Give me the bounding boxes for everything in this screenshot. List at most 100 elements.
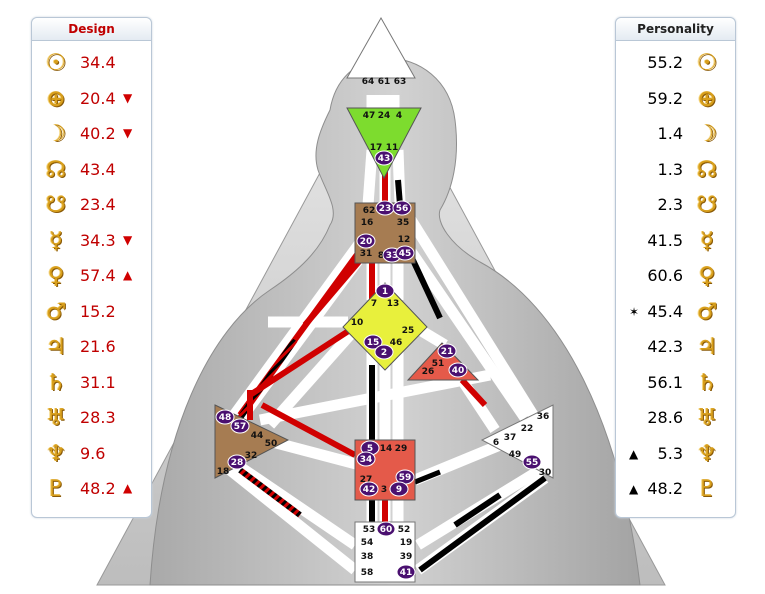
personality-row: ⊕ 59.2 xyxy=(616,84,733,114)
jupiter-icon: ♃ xyxy=(45,334,67,360)
gate-39: 39 xyxy=(400,552,413,562)
gate-25: 25 xyxy=(402,326,415,336)
gate-58: 58 xyxy=(361,568,374,578)
moon-icon: ☽ xyxy=(696,121,718,147)
design-row: ☿34.3▼ xyxy=(32,226,149,256)
design-value: 40.2 xyxy=(80,124,116,143)
gate-41: 41 xyxy=(400,568,413,578)
gate-57: 57 xyxy=(234,422,247,432)
design-row: ♆9.6 xyxy=(32,439,149,469)
gate-6: 6 xyxy=(493,438,499,448)
gate-20: 20 xyxy=(360,237,373,247)
personality-row: ♂45.4✶ xyxy=(616,297,733,327)
gate-1: 1 xyxy=(382,287,388,297)
gate-highlight xyxy=(396,564,416,580)
neptune-icon: ♆ xyxy=(696,440,718,467)
ajna-center xyxy=(346,107,422,180)
personality-value: 56.1 xyxy=(647,372,683,392)
design-row: ♂15.2 xyxy=(32,297,149,327)
gate-highlight xyxy=(363,334,383,350)
neptune-icon: ♆ xyxy=(45,440,67,467)
gate-15: 15 xyxy=(367,338,380,348)
gate-36: 36 xyxy=(537,412,550,422)
mercury-icon: ☿ xyxy=(48,227,64,254)
venus-icon: ♀ xyxy=(698,263,716,289)
design-value: 15.2 xyxy=(80,301,116,321)
earth-icon: ⊕ xyxy=(697,85,717,112)
gate-31: 31 xyxy=(360,249,373,259)
gate-29: 29 xyxy=(395,444,408,454)
personality-row: ☿41.5 xyxy=(616,226,733,256)
saturn-icon: ♄ xyxy=(45,369,67,396)
gate-highlight xyxy=(376,521,396,537)
design-row: ☋ 23.4 xyxy=(32,190,149,220)
pluto-icon: ♇ xyxy=(696,476,718,502)
gate-56: 56 xyxy=(396,204,409,214)
fixing-arrow-icon: ▲ xyxy=(123,481,133,495)
mars-icon: ♂ xyxy=(696,298,718,325)
gate-13: 13 xyxy=(387,299,400,309)
gate-26: 26 xyxy=(422,367,435,377)
personality-row: ☊1.3 xyxy=(616,155,733,185)
gate-11: 11 xyxy=(386,143,399,153)
gate-60: 60 xyxy=(380,525,393,535)
gate-40: 40 xyxy=(452,366,465,376)
gate-highlight xyxy=(389,481,409,497)
design-value: 34.4 xyxy=(80,53,116,72)
design-value: 28.3 xyxy=(80,408,116,427)
fixing-arrow-icon: ▲ xyxy=(123,268,133,282)
personality-panel: Personality ☉55.2⊕59.2☽1.4☊1.3☋2.3☿41.5♀… xyxy=(615,17,736,518)
gate-highlight xyxy=(522,454,542,470)
gate-37: 37 xyxy=(504,433,517,443)
personality-row: ♀ 60.6 xyxy=(616,261,733,291)
fixing-mark-icon: ▲ xyxy=(629,446,639,461)
personality-value: 60.6 xyxy=(647,266,683,285)
south-node-icon: ☋ xyxy=(696,192,718,218)
personality-value: 48.2 xyxy=(647,479,683,498)
moon-icon: ☽ xyxy=(45,121,67,147)
gate-34: 34 xyxy=(360,455,373,465)
fixing-arrow-icon: ▼ xyxy=(123,126,133,140)
saturn-icon: ♄ xyxy=(696,369,718,396)
design-value: 20.4 xyxy=(80,88,116,108)
gate-51: 51 xyxy=(432,359,445,369)
personality-row: ♄ 56.1 xyxy=(616,368,733,398)
fixing-mark-icon: ✶ xyxy=(629,304,640,319)
fixing-mark-icon: ▲ xyxy=(629,482,639,496)
gate-47: 47 xyxy=(363,111,376,121)
design-row: ⊕20.4▼ xyxy=(32,84,149,114)
gate-highlight xyxy=(215,409,235,425)
personality-row: ☋2.3 xyxy=(616,190,733,220)
design-value: 23.4 xyxy=(80,195,116,214)
uranus-icon: ♅ xyxy=(45,405,67,431)
pluto-icon: ♇ xyxy=(45,476,67,502)
head-center xyxy=(346,16,416,79)
gate-52: 52 xyxy=(398,525,411,535)
personality-value: 59.2 xyxy=(647,88,683,108)
design-value: 57.4 xyxy=(80,266,116,285)
gate-64: 64 xyxy=(362,77,375,87)
fixing-arrow-icon: ▼ xyxy=(123,232,133,247)
gate-61: 61 xyxy=(378,77,391,87)
gate-highlight xyxy=(230,418,250,434)
mercury-icon: ☿ xyxy=(699,227,715,254)
gate-16: 16 xyxy=(361,218,374,228)
personality-title: Personality xyxy=(616,18,735,41)
design-value: 43.4 xyxy=(80,159,116,179)
sun-icon: ☉ xyxy=(696,50,718,76)
gate-highlight xyxy=(437,343,457,359)
gate-17: 17 xyxy=(370,143,383,153)
uranus-icon: ♅ xyxy=(696,405,718,431)
personality-value: 42.3 xyxy=(647,337,683,356)
personality-row: ☽1.4 xyxy=(616,119,733,149)
gate-43: 43 xyxy=(378,154,391,164)
design-title: Design xyxy=(32,18,151,41)
south-node-icon: ☋ xyxy=(45,192,67,218)
gate-highlight xyxy=(375,283,395,299)
gate-44: 44 xyxy=(251,431,264,441)
gate-22: 22 xyxy=(521,424,534,434)
gate-5: 5 xyxy=(367,444,373,454)
personality-row: ♅28.6 xyxy=(616,403,733,433)
gate-35: 35 xyxy=(397,218,410,228)
gate-38: 38 xyxy=(361,552,374,562)
